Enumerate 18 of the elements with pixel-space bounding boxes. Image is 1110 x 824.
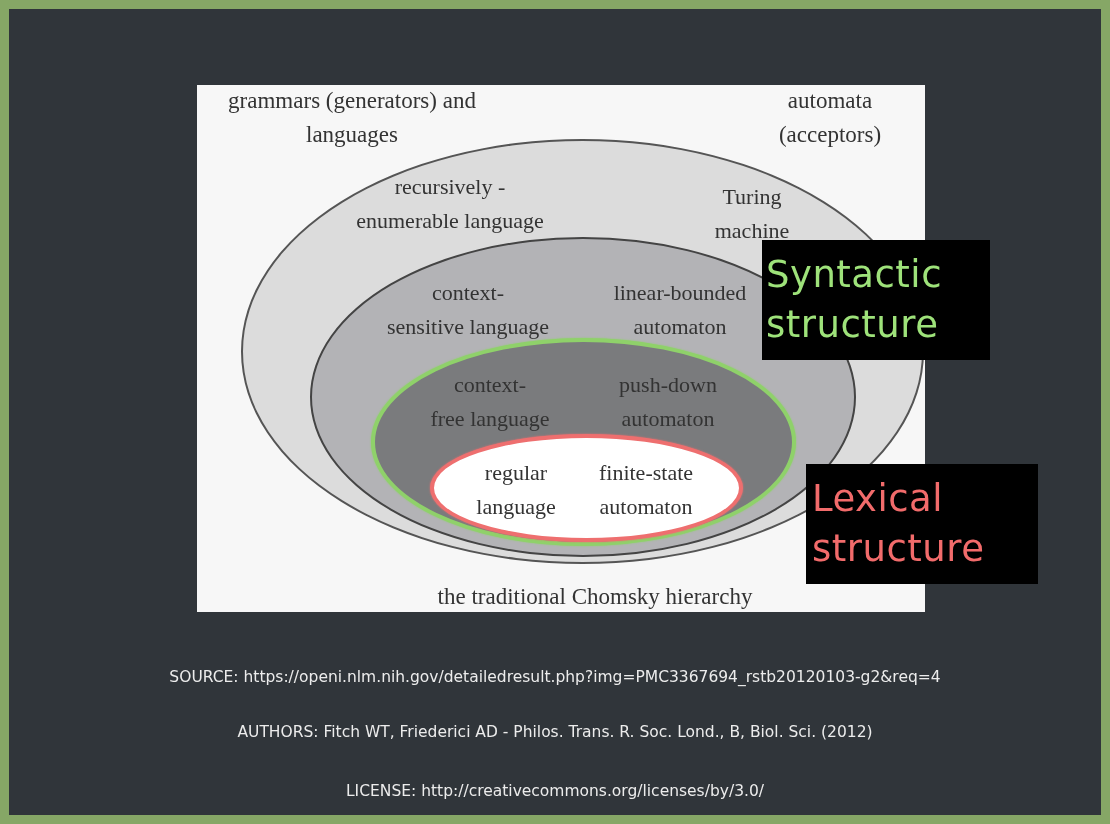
- chalk-label-box: [762, 240, 990, 360]
- chalk-label: Lexical structure: [812, 476, 986, 572]
- chalk-label: Syntactic structure: [766, 252, 943, 348]
- axis-heading: automata (acceptors): [777, 87, 883, 149]
- figure-caption: the traditional Chomsky hierarchy: [436, 583, 754, 611]
- automaton-label: linear-bounded automaton: [612, 279, 748, 341]
- language-class-label: recursively - enumerable language: [355, 173, 545, 235]
- language-class-label: context- free language: [429, 371, 551, 433]
- language-class-label: regular language: [475, 459, 557, 521]
- automaton-label: push-down automaton: [618, 371, 718, 433]
- language-class-label: context- sensitive language: [386, 279, 550, 341]
- chalk-label-box: [806, 464, 1038, 584]
- automaton-label: finite-state automaton: [597, 459, 695, 521]
- authors-note: AUTHORS: Fitch WT, Friederici AD - Philos. Trans. R. Soc. Lond., B, Biol. Sci. (2012): [236, 723, 874, 741]
- axis-heading: grammars (generators) and languages: [227, 87, 477, 149]
- automaton-label: Turing machine: [713, 183, 791, 245]
- license-note: LICENSE: http://creativecommons.org/licenses/by/3.0/: [345, 782, 765, 800]
- source-note: SOURCE: https://openi.nlm.nih.gov/detailedresult.php?img=PMC3367694_rstb20120103-g2&req=4: [168, 668, 942, 686]
